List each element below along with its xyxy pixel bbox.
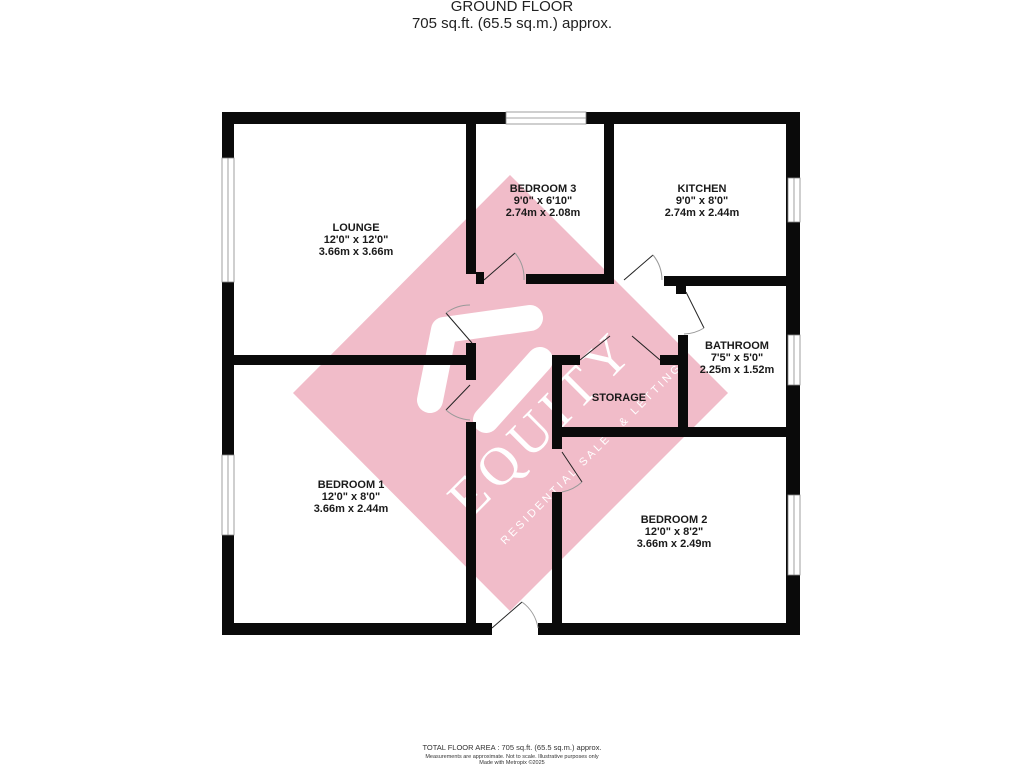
- room-name: BEDROOM 3: [509, 183, 577, 195]
- windows: [221, 111, 801, 576]
- room-bedroom-2: BEDROOM 2 12'0" x 8'2" 3.66m x 2.49m: [637, 514, 712, 550]
- room-metric: 2.25m x 1.52m: [699, 364, 775, 376]
- doors: [445, 252, 705, 629]
- room-name: STORAGE: [591, 392, 647, 404]
- room-kitchen: KITCHEN 9'0" x 8'0" 2.74m x 2.44m: [665, 183, 740, 219]
- room-bedroom-1: BEDROOM 1 12'0" x 8'0" 3.66m x 2.44m: [314, 479, 389, 515]
- room-metric: 2.74m x 2.08m: [505, 207, 581, 219]
- room-metric: 2.74m x 2.44m: [664, 207, 740, 219]
- total-floor-area: TOTAL FLOOR AREA : 705 sq.ft. (65.5 sq.m…: [422, 743, 602, 752]
- room-name: LOUNGE: [332, 222, 380, 234]
- room-metric: 3.66m x 3.66m: [318, 246, 394, 258]
- floor-area-subtitle: 705 sq.ft. (65.5 sq.m.) approx.: [411, 15, 613, 32]
- room-name: BEDROOM 1: [317, 479, 385, 491]
- room-metric: 3.66m x 2.49m: [636, 538, 712, 550]
- floor-title: GROUND FLOOR: [450, 0, 574, 15]
- room-imperial: 12'0" x 8'0": [321, 491, 381, 503]
- room-bathroom: BATHROOM 7'5" x 5'0" 2.25m x 1.52m: [700, 340, 775, 376]
- room-storage: STORAGE: [592, 392, 646, 404]
- logo-icon-stroke: [473, 347, 553, 433]
- room-imperial: 12'0" x 12'0": [323, 234, 389, 246]
- room-name: BEDROOM 2: [640, 514, 708, 526]
- room-name: KITCHEN: [677, 183, 727, 195]
- room-imperial: 9'0" x 6'10": [513, 195, 573, 207]
- watermark: EQUITY RESIDENTIAL SALES & LETTINGS: [293, 175, 728, 611]
- made-with-credit: Made with Metropix ©2025: [479, 760, 545, 766]
- room-lounge: LOUNGE 12'0" x 12'0" 3.66m x 3.66m: [319, 222, 394, 258]
- room-bedroom-3: BEDROOM 3 9'0" x 6'10" 2.74m x 2.08m: [506, 183, 581, 219]
- logo-icon: [417, 305, 543, 413]
- room-name: BATHROOM: [705, 340, 769, 352]
- room-imperial: 7'5" x 5'0": [710, 352, 764, 364]
- disclaimer: Measurements are approximate. Not to sca…: [425, 754, 599, 760]
- room-imperial: 9'0" x 8'0": [675, 195, 729, 207]
- room-imperial: 12'0" x 8'2": [644, 526, 704, 538]
- room-metric: 3.66m x 2.44m: [313, 503, 389, 515]
